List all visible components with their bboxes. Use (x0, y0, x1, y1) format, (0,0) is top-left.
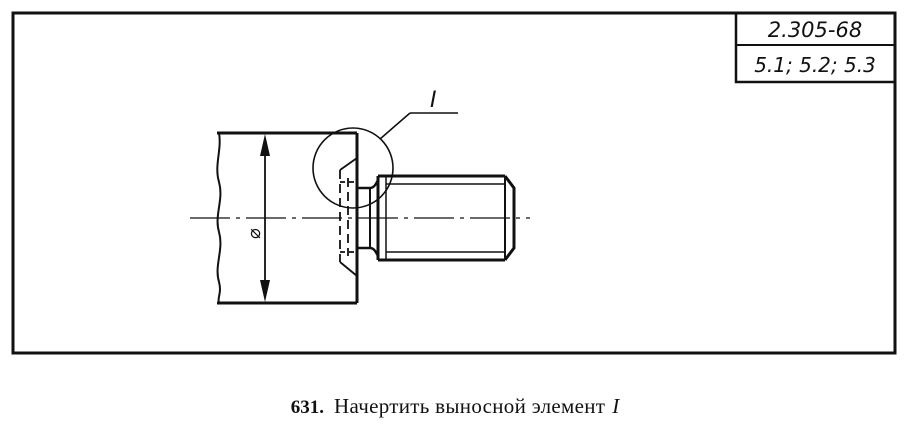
drawing-frame (11, 11, 897, 355)
clause-numbers: 5.1; 5.2; 5.3 (754, 53, 876, 77)
stamp-box: 2.305-68 5.1; 5.2; 5.3 (734, 11, 897, 84)
detail-callout (312, 112, 458, 209)
exercise-text: Начертить выносной элемент (333, 394, 606, 418)
counterbore-hidden-lines (339, 157, 358, 277)
detail-label: I (430, 88, 437, 113)
diameter-symbol: ⌀ (244, 228, 265, 239)
standard-number: 2.305-68 (768, 18, 862, 42)
exercise-element: I (612, 394, 620, 418)
caption: 631. Начертить выносной элемент I (0, 394, 910, 424)
exercise-number: 631. (290, 397, 324, 418)
break-line (216, 132, 222, 304)
